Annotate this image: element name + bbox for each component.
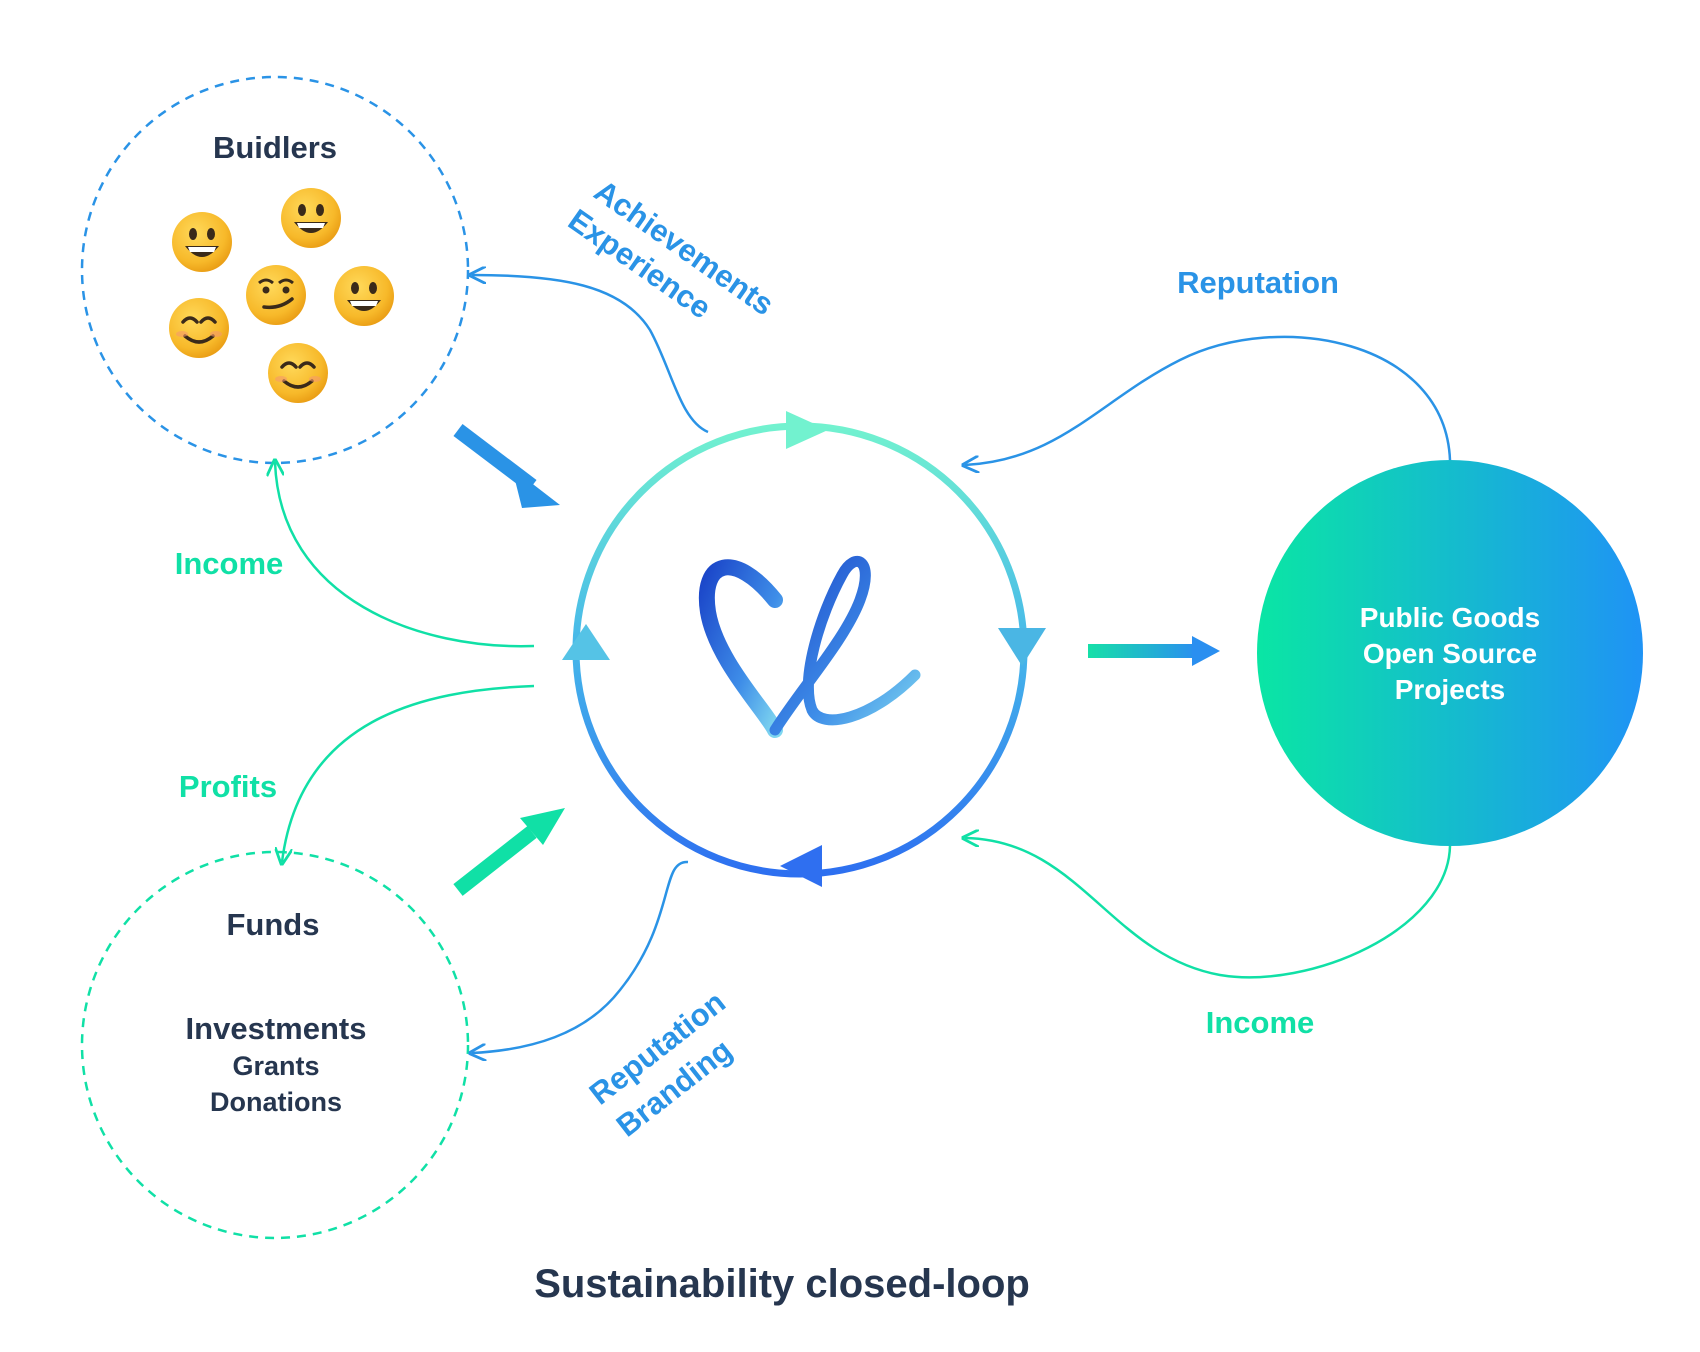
public-goods-circle [1257, 460, 1643, 846]
funds-label: Funds [227, 907, 320, 942]
loop-arrow-left [562, 624, 610, 660]
loop-arrow-right [998, 628, 1046, 666]
profits-flow-arrow [282, 684, 535, 862]
funds-item-donations: Donations [210, 1087, 342, 1117]
profits-label: Profits [179, 769, 277, 804]
loop-ring [572, 422, 1028, 878]
heart-ribbon-logo-icon [698, 556, 921, 738]
loop-arrow-bottom [780, 845, 822, 887]
funds-node: Funds Investments Grants Donations [80, 850, 470, 1240]
loop-arrow-top [786, 411, 828, 449]
smiling-face-icon [268, 343, 328, 403]
funds-item-grants: Grants [232, 1051, 319, 1081]
builders-node: Buidlers [80, 75, 470, 465]
builders-label: Buidlers [213, 130, 337, 165]
builders-to-loop-arrow [453, 424, 560, 508]
grinning-face-icon [334, 266, 394, 326]
builders-circle [80, 75, 470, 465]
income-left-flow-arrow [275, 462, 535, 648]
funds-to-loop-arrow [453, 808, 565, 896]
income-right-flow-arrow [965, 838, 1452, 979]
income-right-label: Income [1206, 1005, 1315, 1040]
reputation-right-label: Reputation [1177, 265, 1339, 300]
diagram-title: Sustainability closed-loop [534, 1262, 1030, 1306]
public-goods-line-3: Projects [1395, 674, 1506, 705]
public-goods-line-1: Public Goods [1360, 602, 1540, 633]
funds-item-investments: Investments [186, 1011, 367, 1046]
funds-circle [80, 850, 470, 1240]
achievements-flow-arrow [472, 275, 709, 434]
loop-to-public-goods-arrow [1088, 636, 1220, 666]
reputation-right-flow-arrow [965, 335, 1452, 465]
public-goods-node: Public Goods Open Source Projects [1257, 460, 1643, 846]
central-loop [562, 411, 1046, 887]
income-left-label: Income [175, 546, 284, 581]
public-goods-line-2: Open Source [1363, 638, 1537, 669]
smirking-face-icon [246, 265, 306, 325]
grinning-face-icon [172, 212, 232, 272]
reputation-branding-flow-arrow [472, 860, 689, 1053]
smiling-face-icon [169, 298, 229, 358]
grinning-face-icon [281, 188, 341, 248]
